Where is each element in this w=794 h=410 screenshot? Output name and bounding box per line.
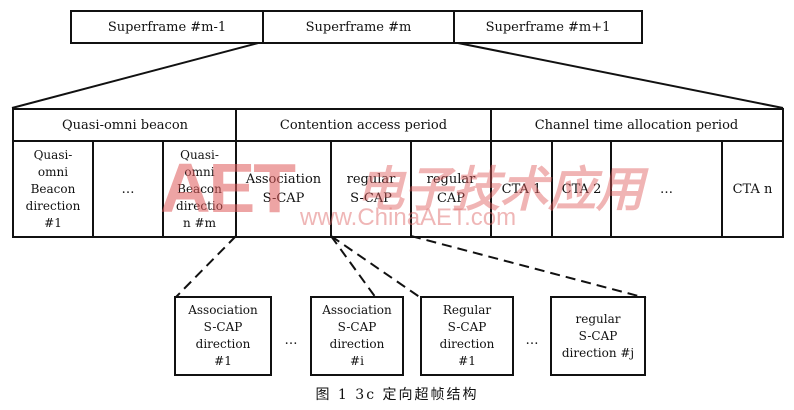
cta-1: CTA 1	[501, 181, 542, 197]
superframe-structure	[12, 108, 784, 238]
detail-association-direction-i: Association S-CAP direction #i	[310, 296, 404, 376]
separator	[330, 142, 332, 236]
detail-ellipsis-2: …	[525, 332, 539, 348]
regular-scap: regular S-CAP	[346, 172, 396, 206]
period-ctap: Channel time allocation period	[534, 117, 739, 133]
expand-line-right	[452, 41, 784, 109]
separator	[92, 142, 94, 236]
cta-2: CTA 2	[561, 181, 602, 197]
association-scap: Association S-CAP	[245, 172, 322, 206]
beacon-direction-m: Quasi- omni Beacon directio n #m	[176, 147, 223, 230]
separator	[410, 142, 412, 236]
detail-ellipsis-1: …	[284, 332, 298, 348]
superframe-m-minus-1: Superframe #m-1	[70, 10, 264, 44]
cta-ellipsis: …	[660, 181, 673, 197]
detail-regular-direction-1: Regular S-CAP direction #1	[420, 296, 514, 376]
superframe-m: Superframe #m	[262, 10, 455, 44]
dashed-line-1	[174, 235, 237, 299]
period-divider	[12, 140, 784, 142]
separator	[610, 142, 612, 236]
cta-n: CTA n	[732, 181, 773, 197]
dashed-line-2	[330, 235, 377, 299]
dashed-line-4	[410, 235, 647, 299]
separator	[162, 142, 164, 236]
beacon-direction-1: Quasi- omni Beacon direction #1	[25, 147, 81, 230]
expand-line-left	[11, 41, 263, 109]
separator	[490, 110, 492, 236]
period-cap: Contention access period	[279, 117, 448, 133]
regular-cap: regular CAP	[426, 172, 476, 206]
dashed-line-3	[330, 235, 422, 299]
beacon-ellipsis: …	[121, 181, 135, 197]
separator	[551, 142, 553, 236]
separator	[235, 110, 237, 236]
separator	[721, 142, 723, 236]
detail-regular-direction-j: regular S-CAP direction #j	[550, 296, 646, 376]
superframe-m-plus-1: Superframe #m+1	[453, 10, 643, 44]
detail-association-direction-1: Association S-CAP direction #1	[174, 296, 272, 376]
period-beacon: Quasi-omni beacon	[61, 117, 189, 133]
figure-caption: 图 1 3c 定向超帧结构	[315, 387, 479, 403]
